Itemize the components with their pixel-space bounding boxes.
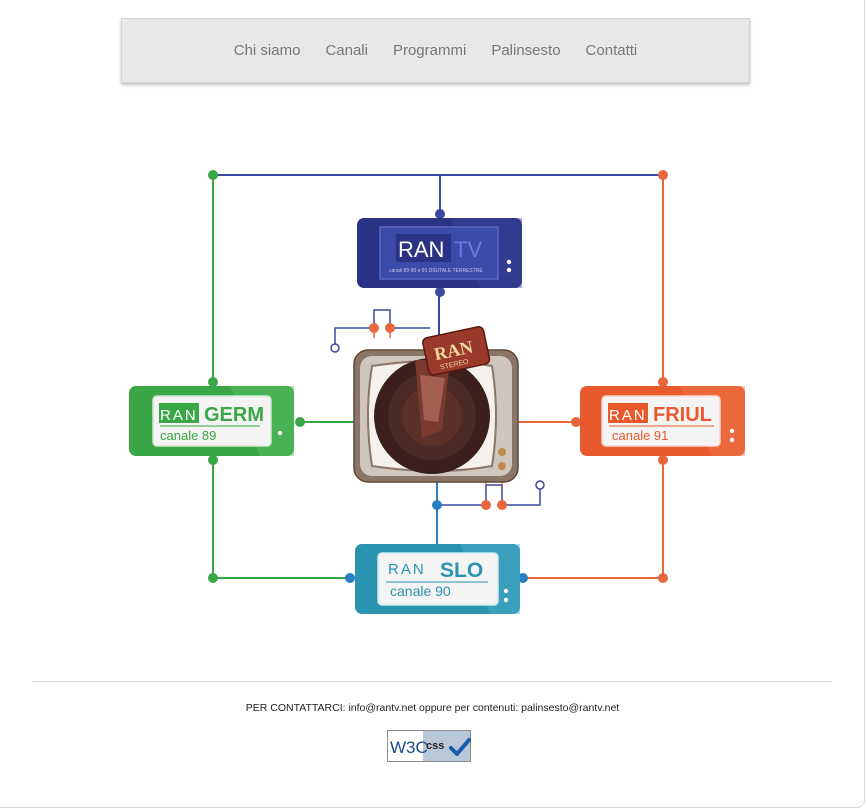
nav-item-palinsesto[interactable]: Palinsesto bbox=[491, 42, 561, 59]
channel-slo-name: SLO bbox=[440, 559, 483, 582]
nav-item-canali[interactable]: Canali bbox=[325, 42, 368, 59]
nav-item-chi-siamo[interactable]: Chi siamo bbox=[233, 42, 301, 59]
nav-item-contatti[interactable]: Contatti bbox=[585, 42, 638, 59]
channel-slo-brand: RAN bbox=[388, 561, 426, 578]
connector-dots bbox=[208, 170, 668, 583]
w3c-css-badge[interactable]: W3C css bbox=[387, 730, 471, 762]
channel-germ-sub: canale 89 bbox=[160, 428, 216, 443]
channel-friul-brand: RAN bbox=[609, 407, 647, 424]
channel-friul[interactable]: RAN FRIUL canale 91 bbox=[580, 386, 745, 456]
nav-item-programmi[interactable]: Programmi bbox=[392, 42, 467, 59]
channel-tv-name: TV bbox=[454, 237, 482, 262]
channel-slo[interactable]: RAN SLO canale 90 bbox=[355, 544, 520, 614]
channel-diagram: RAN TV canali 89-90 e 91 DIGITALE TERRES… bbox=[129, 170, 745, 614]
channel-germ-name: GERM bbox=[204, 404, 264, 426]
channel-germ[interactable]: RAN GERM canale 89 bbox=[129, 386, 294, 456]
footer-contact: PER CONTATTARCI: info@rantv.net oppure p… bbox=[245, 702, 620, 714]
w3c-badge-left-text: W3C bbox=[390, 738, 428, 757]
channel-slo-sub: canale 90 bbox=[390, 583, 451, 599]
checkmark-icon bbox=[449, 738, 471, 756]
main-nav: Chi siamo Canali Programmi Palinsesto Co… bbox=[121, 18, 750, 83]
channel-tv-brand: RAN bbox=[398, 237, 444, 262]
channel-tv-sub: canali 89-90 e 91 DIGITALE TERRESTRE bbox=[389, 268, 483, 274]
channel-friul-name: FRIUL bbox=[653, 404, 712, 426]
channel-germ-brand: RAN bbox=[160, 407, 198, 424]
channel-friul-sub: canale 91 bbox=[612, 428, 668, 443]
ran-stereo-tv-logo[interactable]: RAN STEREO bbox=[353, 326, 519, 483]
channel-tv[interactable]: RAN TV canali 89-90 e 91 DIGITALE TERRES… bbox=[357, 218, 522, 288]
w3c-badge-right-text: css bbox=[426, 740, 444, 752]
footer-divider bbox=[32, 681, 832, 682]
